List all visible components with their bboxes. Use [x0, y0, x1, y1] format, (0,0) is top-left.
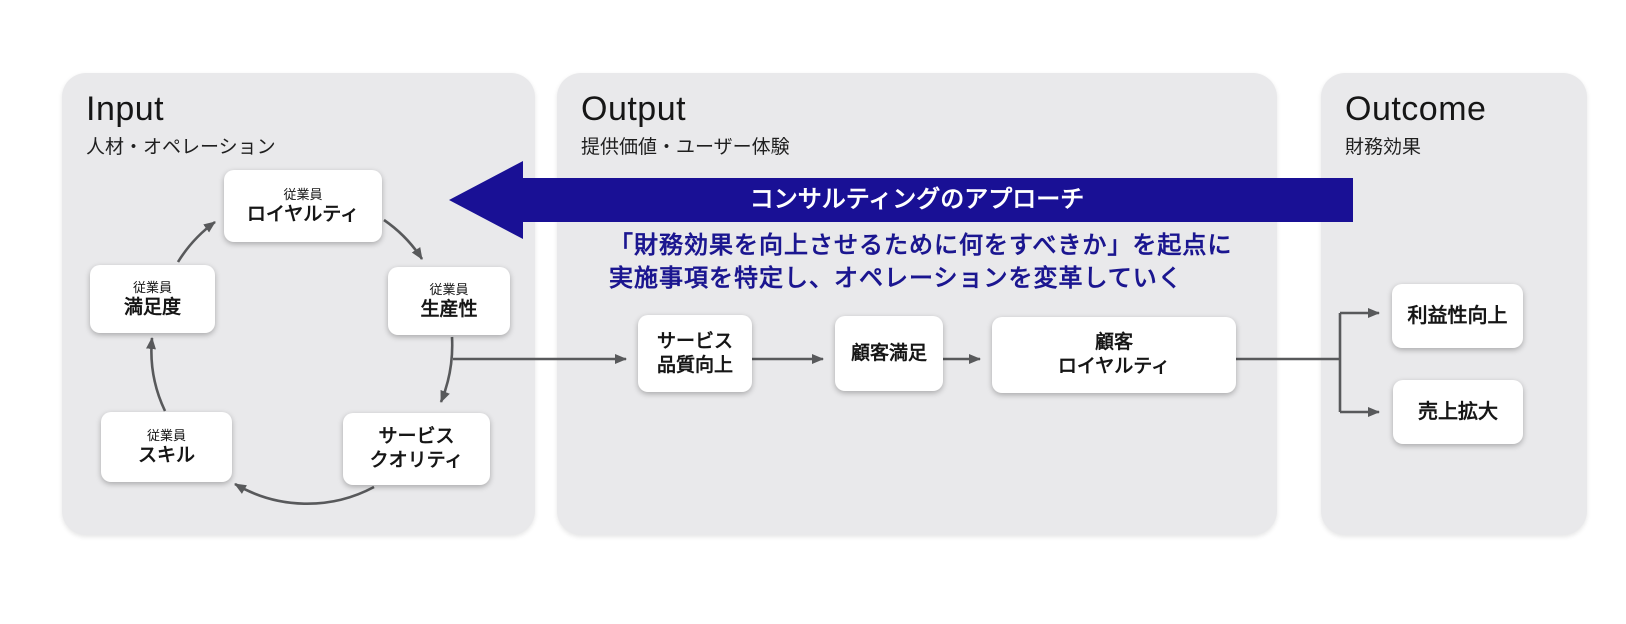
- approach-description: 「財務効果を向上させるために何をすべきか」を起点に 実施事項を特定し、オペレーシ…: [609, 229, 1232, 295]
- node-employee-skill-label: スキル: [137, 444, 195, 466]
- node-employee-loyalty-label: ロイヤルティ: [246, 203, 360, 225]
- approach-description-line2: 実施事項を特定し、オペレーションを変革していく: [609, 265, 1183, 292]
- node-employee-skill-category: 従業員: [146, 427, 186, 443]
- node-employee-satisfaction: 従業員 満足度: [90, 265, 215, 333]
- panel-input-subtitle: 人材・オペレーション: [86, 137, 276, 158]
- panel-output-subtitle: 提供価値・ユーザー体験: [581, 137, 790, 158]
- node-employee-loyalty: 従業員 ロイヤルティ: [224, 170, 382, 242]
- node-service-quality: サービス クオリティ: [343, 413, 490, 485]
- panel-outcome-subtitle: 財務効果: [1345, 137, 1422, 158]
- node-service-quality-improvement-line2: 品質向上: [656, 354, 733, 376]
- panel-input-header: Input 人材・オペレーション: [62, 73, 535, 160]
- node-service-quality-label-line2: クオリティ: [369, 450, 464, 471]
- node-customer-loyalty-line1: 顧客: [1094, 332, 1133, 353]
- panel-output-header: Output 提供価値・ユーザー体験: [557, 73, 1277, 160]
- node-employee-skill: 従業員 スキル: [101, 412, 232, 482]
- node-sales-growth: 売上拡大: [1393, 380, 1523, 444]
- node-profitability-improvement-label: 利益性向上: [1407, 304, 1508, 327]
- approach-description-line1: 「財務効果を向上させるために何をすべきか」を起点に: [609, 232, 1233, 259]
- node-employee-productivity: 従業員 生産性: [388, 267, 510, 335]
- node-customer-satisfaction: 顧客満足: [835, 316, 943, 391]
- node-service-quality-improvement: サービス 品質向上: [638, 315, 752, 392]
- node-employee-satisfaction-category: 従業員: [132, 279, 172, 295]
- node-customer-satisfaction-label: 顧客満足: [850, 342, 927, 364]
- panel-outcome-title: Outcome: [1345, 90, 1487, 128]
- node-employee-productivity-category: 従業員: [429, 281, 469, 297]
- node-employee-loyalty-category: 従業員: [283, 186, 323, 202]
- node-employee-satisfaction-label: 満足度: [123, 296, 181, 318]
- panel-output-title: Output: [581, 90, 687, 128]
- panel-output: Output 提供価値・ユーザー体験: [557, 73, 1277, 535]
- node-employee-productivity-label: 生産性: [420, 298, 478, 320]
- node-service-quality-improvement-line1: サービス: [656, 330, 733, 352]
- node-profitability-improvement: 利益性向上: [1392, 284, 1523, 348]
- consulting-approach-banner-label: コンサルティングのアプローチ: [749, 186, 1085, 213]
- panel-input-title: Input: [86, 90, 165, 128]
- panel-outcome-header: Outcome 財務効果: [1321, 73, 1587, 160]
- node-customer-loyalty: 顧客 ロイヤルティ: [992, 317, 1236, 393]
- node-sales-growth-label: 売上拡大: [1418, 400, 1498, 423]
- node-customer-loyalty-line2: ロイヤルティ: [1057, 356, 1171, 377]
- node-service-quality-label-line1: サービス: [378, 426, 455, 447]
